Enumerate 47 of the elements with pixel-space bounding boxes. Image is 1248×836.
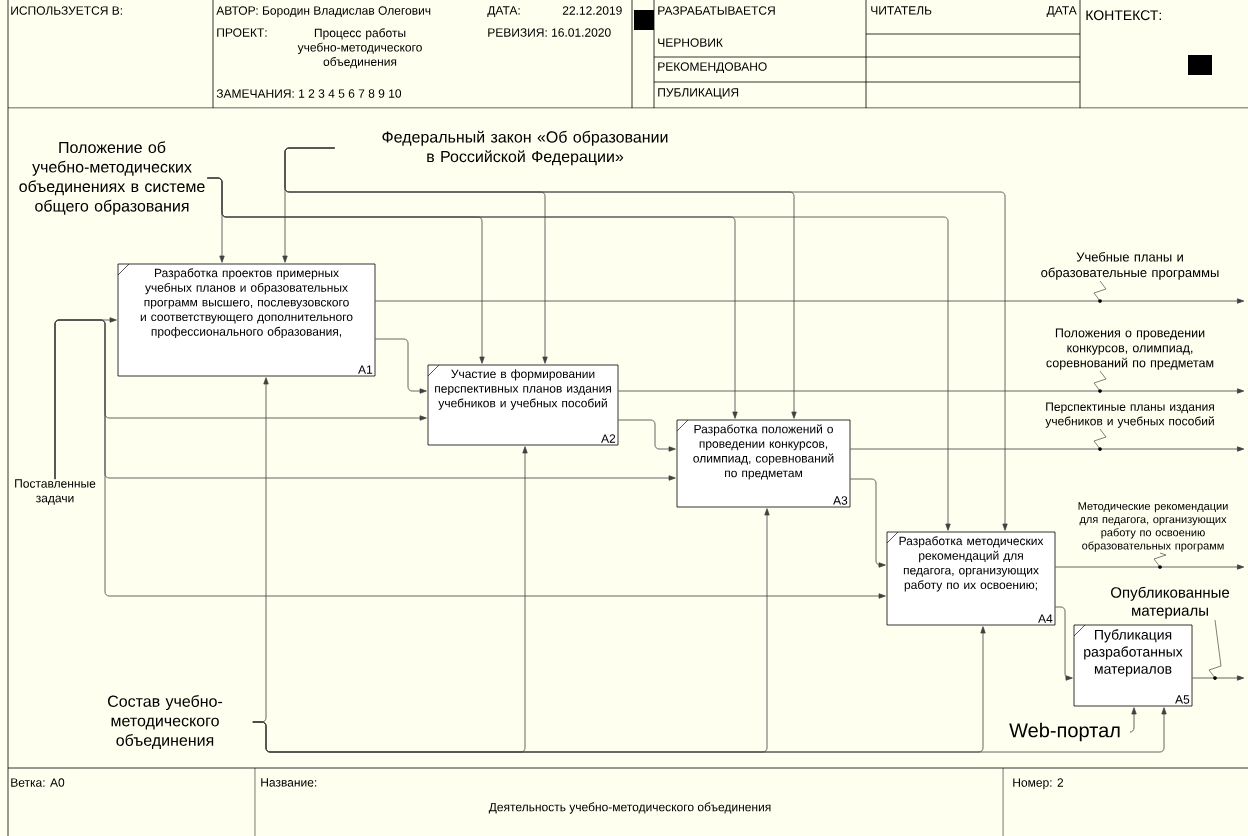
header-field: ПРОЕКТ:: [217, 28, 267, 37]
status-field: ЧЕРНОВИК: [658, 38, 723, 47]
process-box: Публикация разработанных материалов A5: [1073, 624, 1193, 707]
arrow: [1055, 606, 1073, 681]
header-field: ЧИТАТЕЛЬ: [871, 6, 932, 15]
edge-label: Методические рекомендации для педагога, организующих работу по освоению образовательных программ: [1078, 502, 1228, 569]
arrow: [618, 388, 1245, 394]
arrow: [375, 298, 1245, 304]
arrow: [54, 319, 886, 599]
arrow-label: Web-портал: [1009, 722, 1120, 742]
header-field: ДАТА:: [487, 6, 520, 17]
arrow: [618, 419, 676, 452]
arrow: [850, 478, 886, 568]
arrow: [1055, 564, 1245, 570]
arrow: [206, 177, 951, 531]
diagram-name: Деятельность учебно-методического объединения: [488, 802, 771, 814]
header-field: ИСПОЛЬЗУЕТСЯ В:: [11, 6, 122, 15]
header-field: ЗАМЕЧАНИЯ: 1 2 3 4 5 6 7 8 9 10: [216, 89, 402, 98]
header-field: КОНТЕКСТ:: [1086, 10, 1161, 21]
header-field: Процесс работы учебно-методического объединения: [297, 28, 422, 69]
arrow: [252, 707, 1167, 753]
edge-label: Перспектиные планы издания учебников и учебных пособий: [1045, 402, 1214, 451]
arrow-label: Положение об учебно-методических объединениях в системе общего образования: [19, 141, 205, 215]
arrow: [375, 338, 427, 394]
header-field: ДАТА: [1046, 6, 1077, 17]
edge-label: Положения о проведении конкурсов, олимпиад, соревнований по предметам: [1046, 328, 1214, 393]
arrow: [284, 147, 1008, 531]
footer-field: Название:: [261, 778, 317, 787]
arrow: [1192, 675, 1245, 681]
process-box: Разработка проектов примерных учебных планов и образовательных программ высшего, послевузовского и соответствующего дополнительного профессионального образования, A1: [117, 263, 376, 377]
arrow: [850, 446, 1245, 452]
process-box: Разработка положений о проведении конкурсов, олимпиад, соревнований по предметам A3: [676, 419, 851, 508]
process-box: Разработка методических рекомендаций для педагога, организующих работу по их освоению; A4: [886, 531, 1056, 626]
footer-field: Ветка: A0: [11, 778, 65, 787]
header-field: АВТОР: Бородин Владислав Олегович: [216, 6, 431, 18]
header-field: РЕВИЗИЯ: 16.01.2020: [488, 28, 611, 37]
footer-field: Номер: 2: [1013, 778, 1064, 790]
process-box: Участие в формировании перспективных планов издания учебников и учебных пособий A2: [427, 364, 619, 446]
status-field: РАЗРАБАТЫВАЕТСЯ: [658, 6, 775, 15]
header-field: 22.12.2019: [562, 6, 622, 15]
edge-label: Учебные планы и образовательные программы: [1041, 251, 1219, 303]
arrow-label: Состав учебно-методического объединения: [108, 695, 223, 749]
status-field: РЕКОМЕНДОВАНО: [658, 62, 767, 74]
arrow: [1129, 707, 1137, 733]
arrow-label: Федеральный закон «Об образовании в Российской Федерации»: [382, 130, 668, 166]
arrow-label: Поставленные задачи: [15, 479, 96, 505]
status-field: ПУБЛИКАЦИЯ: [658, 88, 739, 99]
